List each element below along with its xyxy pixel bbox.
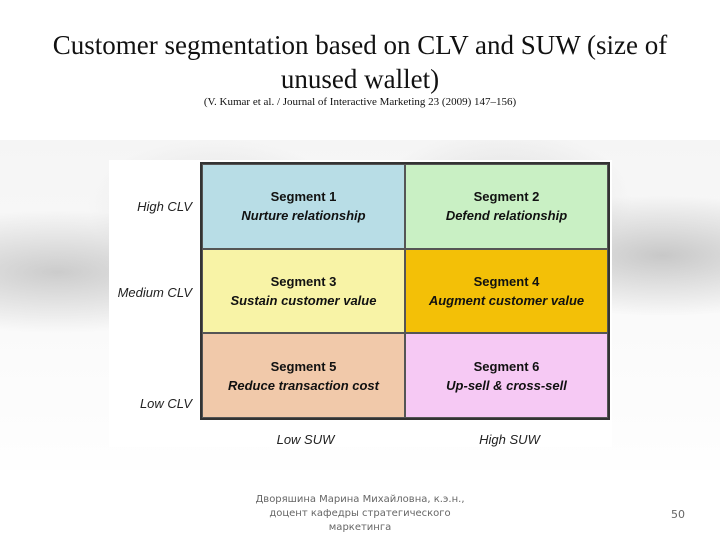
segment-cell-4: Segment 4 Augment customer value (405, 248, 608, 334)
segment-title: Segment 2 (473, 189, 540, 205)
x-label-high-suw: High SUW (479, 432, 540, 447)
y-label-high-clv: High CLV (137, 199, 192, 214)
segment-cell-5: Segment 5 Reduce transaction cost (202, 333, 405, 418)
segment-cell-1: Segment 1 Nurture relationship (202, 164, 405, 249)
y-label-medium-clv: Medium CLV (117, 285, 192, 300)
segment-strategy: Reduce transaction cost (228, 377, 379, 393)
citation: (V. Kumar et al. / Journal of Interactiv… (203, 96, 517, 108)
segment-strategy: Sustain customer value (230, 292, 377, 308)
segment-cell-3: Segment 3 Sustain customer value (202, 248, 405, 334)
segment-title: Segment 4 (473, 273, 540, 289)
segment-strategy: Up-sell & cross-sell (446, 377, 567, 393)
y-label-low-clv: Low CLV (139, 396, 192, 411)
segment-strategy: Augment customer value (428, 292, 585, 308)
x-label-low-suw: Low SUW (276, 432, 335, 447)
segmentation-matrix: Segment 1 Nurture relationship Segment 2… (200, 162, 610, 420)
segment-cell-2: Segment 2 Defend relationship (405, 164, 608, 249)
slide-footer: Дворяшина Марина Михайловна, к.э.н., доц… (255, 494, 465, 533)
slide-title: Customer segmentation based on CLV and S… (52, 30, 668, 94)
segment-title: Segment 6 (473, 358, 540, 374)
segment-strategy: Nurture relationship (241, 208, 366, 224)
page-number: 50 (671, 508, 685, 521)
segment-title: Segment 3 (270, 273, 337, 289)
segment-title: Segment 5 (270, 358, 337, 374)
segment-strategy: Defend relationship (445, 208, 568, 224)
segment-title: Segment 1 (270, 189, 337, 205)
segment-cell-6: Segment 6 Up-sell & cross-sell (405, 333, 608, 418)
